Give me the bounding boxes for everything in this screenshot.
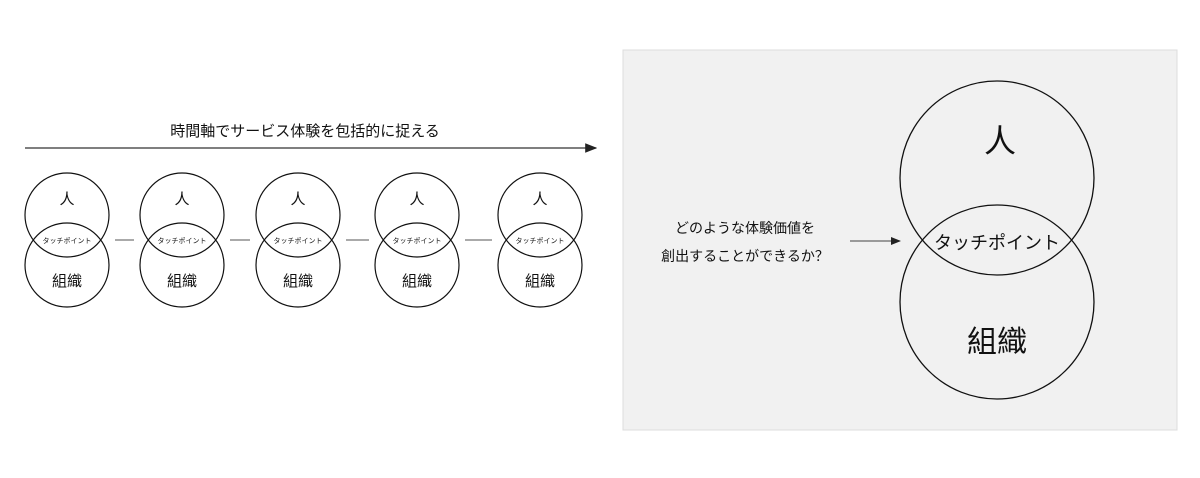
step-touchpoint-label: タッチポイント [43,236,92,245]
step-organization-label: 組織 [167,272,197,290]
step-person-circle [497,172,583,258]
step-touchpoint-label: タッチポイント [393,236,442,245]
step-person-circle [255,172,341,258]
step-touchpoint-label: タッチポイント [516,236,565,245]
person-label: 人 [984,122,1016,160]
step-organization-circle [497,222,583,308]
step-organization-label: 組織 [402,272,432,290]
step-organization-circle [374,222,460,308]
question-line-2: 創出することができるか？ [661,249,829,265]
organization-circle [899,204,1095,400]
step-person-circle [24,172,110,258]
step-person-circle [139,172,225,258]
focus-panel [622,49,1178,431]
step-person-label: 人 [532,190,547,208]
step-organization-circle [139,222,225,308]
step-person-circle [374,172,460,258]
step-person-label: 人 [290,190,305,208]
step-organization-label: 組織 [283,272,313,290]
step-organization-circle [255,222,341,308]
question-line-1: どのような体験価値を [675,221,815,237]
step-organization-label: 組織 [52,272,82,290]
organization-label: 組織 [967,325,1027,360]
step-person-label: 人 [174,190,189,208]
step-organization-circle [24,222,110,308]
step-person-label: 人 [409,190,424,208]
person-circle [899,80,1095,276]
step-touchpoint-label: タッチポイント [158,236,207,245]
step-person-label: 人 [59,190,74,208]
timeline-title: 時間軸でサービス体験を包括的に捉える [170,122,440,140]
step-touchpoint-label: タッチポイント [274,236,323,245]
step-organization-label: 組織 [525,272,555,290]
touchpoint-label: タッチポイント [934,233,1060,254]
